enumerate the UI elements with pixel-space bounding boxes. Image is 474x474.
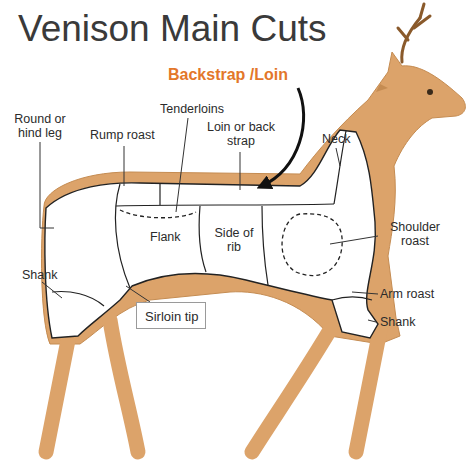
cut-lines [52,131,372,306]
antlers [398,4,430,62]
leader-lines [40,118,378,322]
cut-label: Side of rib [212,226,256,254]
deer-legs [46,320,380,452]
deer-silhouette [42,52,466,344]
ear [376,84,388,92]
cut-label: Loin or back strap [204,120,278,148]
cut-label: Tenderloins [160,102,224,116]
dashed-cuts [120,210,342,276]
cut-label: Arm roast [380,287,434,301]
cut-label: Shank [380,315,415,329]
cut-label: Rump roast [90,128,155,142]
box-text: Sirloin tip [145,309,197,324]
label-box: Sirloin tip [136,302,206,329]
cut-label: Shank [22,268,57,282]
cut-region [45,130,378,338]
callout-arrow [262,88,304,186]
cut-label: Round or hind leg [4,112,76,140]
eye [427,89,433,95]
cut-label: Neck [322,132,350,146]
title: Venison Main Cuts [18,8,327,50]
cut-label: Flank [150,230,181,244]
callout-title: Backstrap /Loin [168,66,288,84]
cut-label: Shoulder roast [380,220,450,248]
